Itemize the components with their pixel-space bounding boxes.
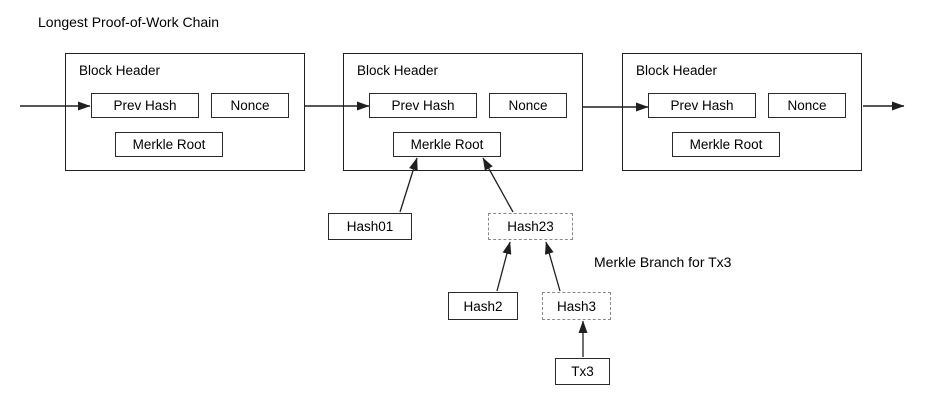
- arrow-hash2-hash23: [496, 241, 512, 292]
- merkle-branch-label: Merkle Branch for Tx3: [594, 254, 732, 270]
- block-1-prev-hash-box: Prev Hash: [91, 93, 199, 118]
- block-2: Block Header Prev Hash Nonce Merkle Root: [343, 53, 583, 171]
- merkle-node-tx3: Tx3: [555, 358, 610, 385]
- block-3-prev-hash-box: Prev Hash: [648, 93, 756, 118]
- merkle-node-hash01: Hash01: [328, 213, 412, 240]
- block-2-prev-hash-box: Prev Hash: [369, 93, 477, 118]
- merkle-node-hash3: Hash3: [542, 292, 611, 320]
- block-2-header-label: Block Header: [357, 63, 439, 78]
- block-3: Block Header Prev Hash Nonce Merkle Root: [622, 53, 862, 171]
- block-1-nonce-box: Nonce: [211, 93, 289, 118]
- block-2-nonce-box: Nonce: [489, 93, 567, 118]
- block-2-merkle-root-box: Merkle Root: [393, 132, 501, 157]
- block-3-nonce-box: Nonce: [768, 93, 846, 118]
- block-1-header-label: Block Header: [79, 63, 161, 78]
- block-3-header-label: Block Header: [636, 63, 718, 78]
- block-3-merkle-root-box: Merkle Root: [672, 132, 780, 157]
- merkle-node-hash2: Hash2: [448, 292, 518, 320]
- diagram-title: Longest Proof-of-Work Chain: [38, 14, 220, 30]
- merkle-node-hash23: Hash23: [488, 213, 573, 240]
- arrow-hash3-hash23: [544, 241, 561, 292]
- block-1-merkle-root-box: Merkle Root: [115, 132, 223, 157]
- block-1: Block Header Prev Hash Nonce Merkle Root: [65, 53, 305, 171]
